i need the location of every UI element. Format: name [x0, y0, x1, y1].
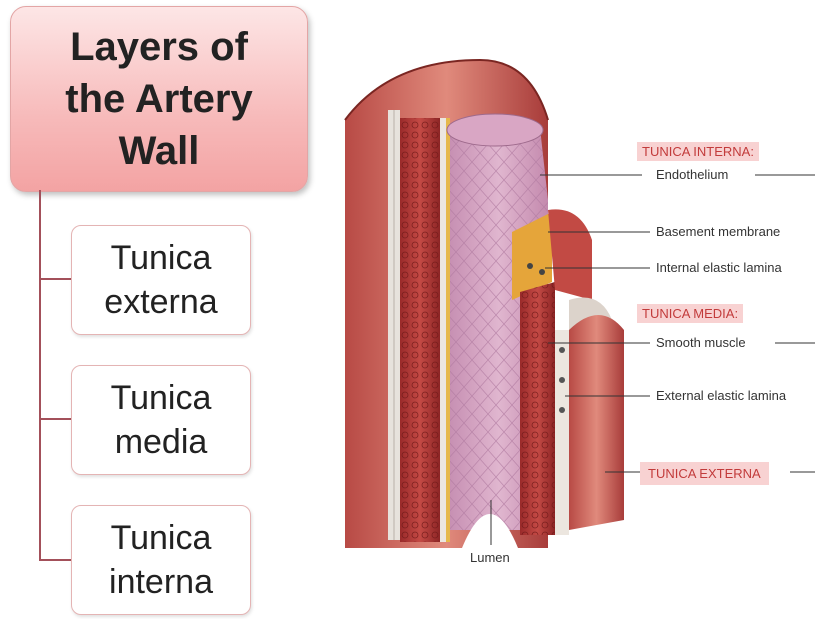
- tunica-externa-front-block: [569, 315, 624, 530]
- label-lumen: Lumen: [470, 550, 510, 565]
- label-basement-membrane: Basement membrane: [656, 224, 780, 239]
- label-endothelium: Endothelium: [656, 167, 728, 182]
- label-tunica-externa-header: TUNICA EXTERNA: [640, 462, 769, 485]
- label-smooth-muscle: Smooth muscle: [656, 335, 746, 350]
- tunica-media-layer: [400, 118, 440, 542]
- label-internal-elastic-lamina: Internal elastic lamina: [656, 260, 782, 275]
- label-tunica-media-header: TUNICA MEDIA:: [637, 304, 743, 323]
- external-elastic-lamina-layer: [388, 110, 400, 540]
- internal-elastic-lamina-layer: [440, 118, 450, 542]
- label-external-elastic-lamina: External elastic lamina: [656, 388, 786, 403]
- label-tunica-interna-header: TUNICA INTERNA:: [637, 142, 759, 161]
